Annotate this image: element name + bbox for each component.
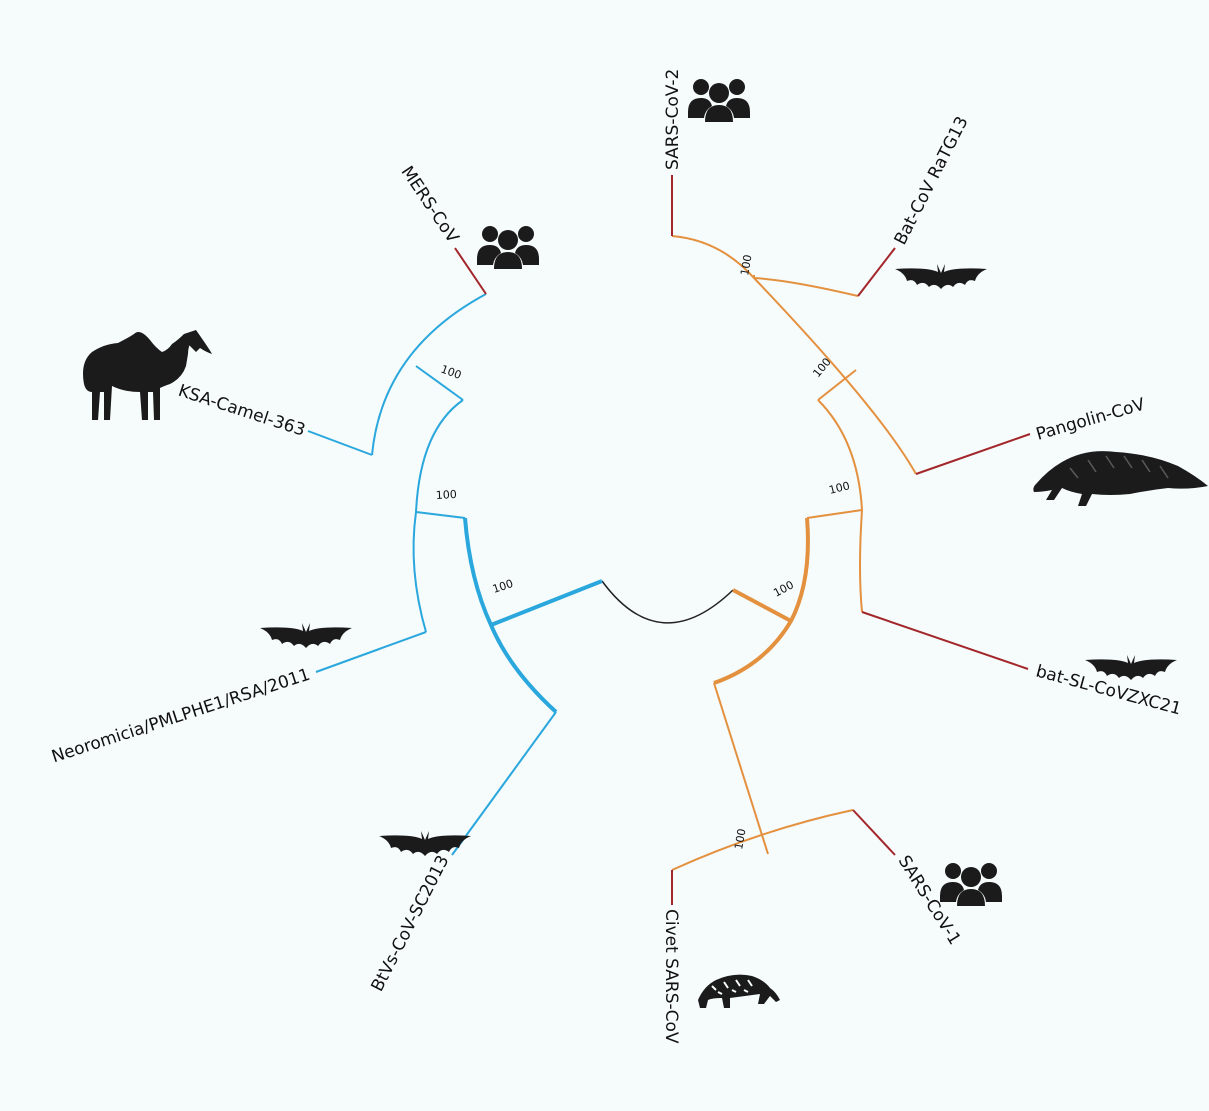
people-icon (688, 79, 750, 122)
bat-icon (379, 831, 471, 856)
bat-icon (895, 264, 987, 289)
taxon-label-bat-cov-ratg13: Bat-CoV RaTG13 (891, 113, 973, 248)
bat-icon (1085, 655, 1177, 680)
taxon-label-civet-sars-cov: Civet SARS-CoV (661, 909, 681, 1044)
bootstrap-label: 100 (439, 363, 463, 382)
taxon-label-ksa-camel-363: KSA-Camel-363 (176, 381, 308, 441)
civet-icon (698, 975, 780, 1008)
people-icon (477, 226, 539, 269)
sarbecovirus-clade (672, 236, 916, 870)
bootstrap-label: 100 (738, 254, 754, 277)
people-icon (940, 863, 1002, 906)
bootstrap-label: 100 (810, 355, 833, 379)
root-branch (602, 581, 733, 623)
bootstrap-label: 100 (771, 578, 796, 599)
taxon-label-neoromicia: Neoromicia/PMLPHE1/RSA/2011 (49, 665, 312, 768)
bat-icon (260, 623, 352, 648)
taxon-label-btvs-cov-sc2013: BtVs-CoV-SC2013 (368, 852, 454, 995)
taxon-label-pangolin-cov: Pangolin-CoV (1034, 395, 1148, 445)
bootstrap-label: 100 (435, 488, 457, 502)
pangolin-icon (1033, 451, 1208, 506)
taxon-label-mers-cov: MERS-CoV (397, 163, 463, 247)
camel-icon (83, 330, 212, 420)
bootstrap-label: 100 (828, 479, 852, 497)
bootstrap-label: 100 (491, 577, 515, 596)
taxon-label-sars-cov-2: SARS-CoV-2 (663, 69, 683, 170)
bootstrap-label: 100 (732, 828, 748, 851)
